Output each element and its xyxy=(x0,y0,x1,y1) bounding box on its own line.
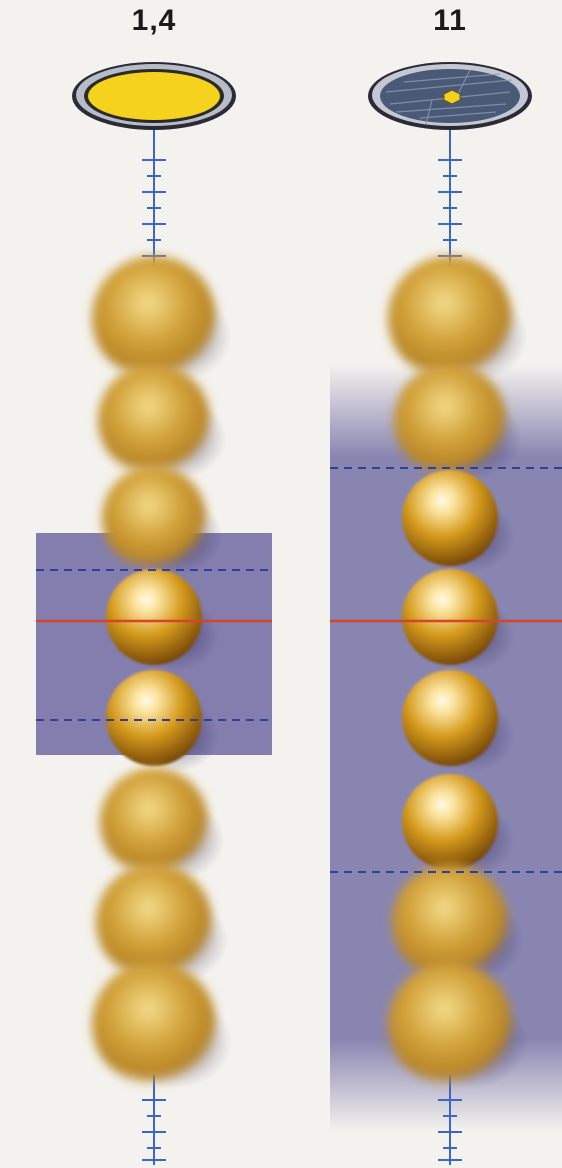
blurred-sphere-left-2 xyxy=(98,364,226,480)
aperture-stopped-down-icon xyxy=(368,62,532,130)
blurred-sphere-left-1 xyxy=(92,256,232,383)
blurred-sphere-right-1 xyxy=(388,256,528,383)
blurred-sphere-left-8 xyxy=(92,962,232,1089)
aperture-opening xyxy=(88,72,220,120)
blurred-sphere-left-6 xyxy=(100,768,225,881)
aperture-open-icon xyxy=(72,62,236,130)
